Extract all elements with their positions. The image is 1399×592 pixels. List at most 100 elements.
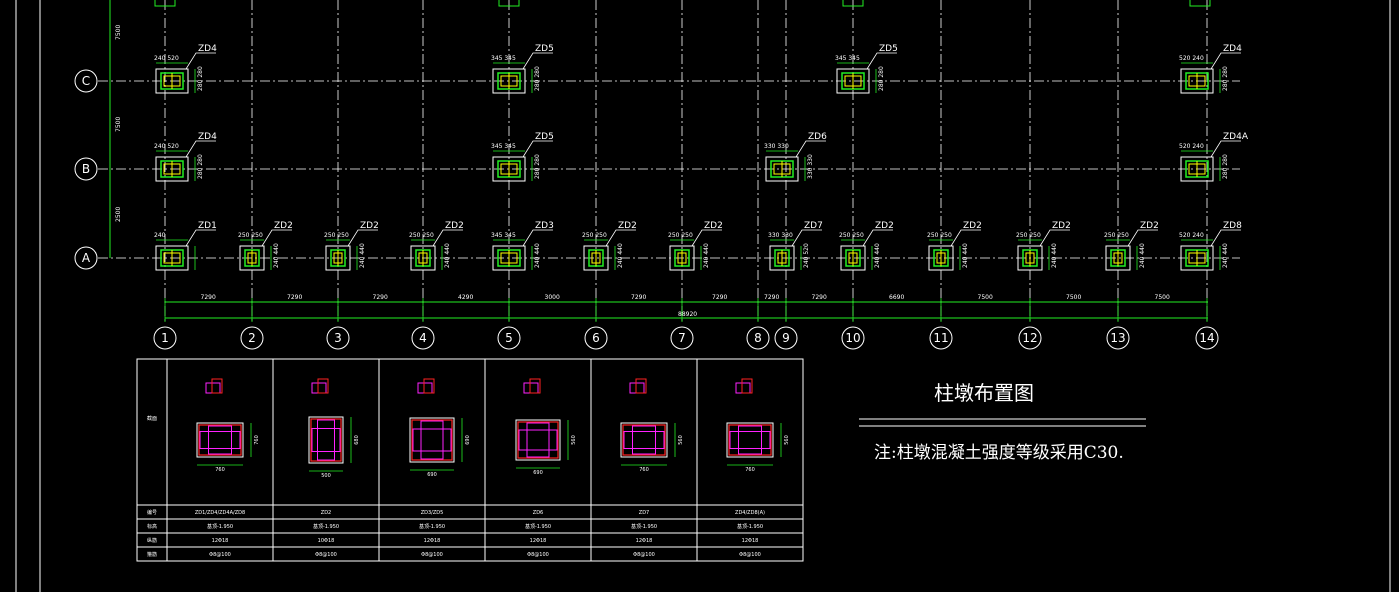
section-stirrup xyxy=(198,424,242,456)
section-dim-w: 760 xyxy=(745,467,755,473)
pier-dim-top-text: 520 240 xyxy=(1179,143,1204,150)
pier-outline xyxy=(410,245,436,271)
section-tie-v xyxy=(738,425,762,455)
pier-dim-side-text: 240 440 xyxy=(1139,243,1146,268)
section-stirrup xyxy=(728,424,772,456)
axis-bubble-label-1: 1 xyxy=(161,331,169,345)
row-dim-1: 7500 xyxy=(115,25,122,40)
pier-leader xyxy=(432,229,463,247)
section-outline xyxy=(308,416,344,464)
table-cell: Φ8@100 xyxy=(209,552,231,558)
pier-dim-side-text: 280 280 xyxy=(878,66,885,91)
section-dim-w: 690 xyxy=(533,470,543,476)
section-dim-h: 560 xyxy=(784,435,790,445)
pier-label: ZD5 xyxy=(879,44,898,54)
table-header-label: 截面 xyxy=(147,415,157,422)
section-tie-h xyxy=(623,431,665,449)
pier-outline xyxy=(1180,245,1214,271)
section-outline xyxy=(409,417,455,463)
pier-outline xyxy=(492,245,526,271)
pier-dim-side-text: 240 440 xyxy=(273,243,280,268)
pier-label: ZD3 xyxy=(535,221,554,231)
pier-dim-side-text: 280 280 xyxy=(197,66,204,91)
cut-pier-1 xyxy=(498,0,520,7)
section-dim-w: 760 xyxy=(639,467,649,473)
pier-dim-top-text: 250 250 xyxy=(1104,232,1129,239)
axis-bubble-11 xyxy=(929,326,953,350)
pier-label: ZD2 xyxy=(963,221,982,231)
table-cell: Φ8@100 xyxy=(421,552,443,558)
axis-bubble-label-B: B xyxy=(82,162,90,176)
axis-bubble-7 xyxy=(670,326,694,350)
pier-label: ZD2 xyxy=(1052,221,1071,231)
cut-pier-0 xyxy=(154,0,176,7)
pier-leader xyxy=(862,229,893,247)
cut-pier-3 xyxy=(1189,0,1211,7)
axis-bubble-4 xyxy=(411,326,435,350)
axis-bubble-label-8: 8 xyxy=(754,331,762,345)
pier-dim-side-text: 240 440 xyxy=(617,243,624,268)
pier-dim-top-text: 250 250 xyxy=(238,232,263,239)
pier-dim-side-text: 280 280 xyxy=(197,154,204,179)
pier-dim-top-text: 250 250 xyxy=(1016,232,1041,239)
pier-dim-top-text: 520 240 xyxy=(1179,55,1204,62)
section-outline xyxy=(726,422,774,458)
axis-bubble-3 xyxy=(326,326,350,350)
pier-dim-side-text: 240 440 xyxy=(1222,243,1229,268)
table-cell: 基顶-1.950 xyxy=(419,523,445,530)
pier-dim-side-text: 240 520 xyxy=(803,243,810,268)
drawing-title: 柱墩布置图 xyxy=(934,381,1034,405)
pier-12: 520 240 240 440 ZD8 xyxy=(1179,221,1242,271)
pier-label: ZD8 xyxy=(1223,221,1242,231)
axis-bubble-label-2: 2 xyxy=(248,331,256,345)
pier-dim-top-text: 345 345 xyxy=(491,232,516,239)
axis-bubble-label-3: 3 xyxy=(334,331,342,345)
table-cell: ZD7 xyxy=(639,510,649,516)
section-tie-h xyxy=(311,428,341,452)
section-dim-h: 560 xyxy=(678,435,684,445)
pier-label: ZD2 xyxy=(704,221,723,231)
pier-leader xyxy=(691,229,722,247)
pier-outline xyxy=(325,245,351,271)
pier-16: 520 240 280 280 ZD4A xyxy=(1179,132,1249,182)
axis-bubble-label-9: 9 xyxy=(782,331,790,345)
section-tie-v xyxy=(632,425,656,455)
pier-leader xyxy=(185,140,216,158)
pier-leader xyxy=(185,229,216,247)
pier-dim-side-text: 280 280 xyxy=(1222,154,1229,179)
pier-outline xyxy=(1105,245,1131,271)
bay-dim-8: 7290 xyxy=(764,294,779,301)
axis-bubble-12 xyxy=(1018,326,1042,350)
axis-bubble-label-13: 13 xyxy=(1110,331,1125,345)
pier-label: ZD4A xyxy=(1223,132,1249,142)
pier-leader xyxy=(522,229,553,247)
table-cell: Φ8@100 xyxy=(315,552,337,558)
pier-dim-side-text: 280 280 xyxy=(534,154,541,179)
pier-outline xyxy=(1180,156,1214,182)
pier-dim-top-text: 345 345 xyxy=(491,143,516,150)
pier-dim-top-text: 250 250 xyxy=(582,232,607,239)
pier-leader xyxy=(1210,140,1241,158)
axis-bubble-1 xyxy=(153,326,177,350)
design-note: 注:柱墩混凝土强度等级采用C30. xyxy=(874,443,1124,463)
row-dim-3: 2500 xyxy=(115,207,122,222)
pier-outline xyxy=(1180,68,1214,94)
pier-dim-top-text: 240 520 xyxy=(154,143,179,150)
bay-dim-5: 3000 xyxy=(545,294,560,301)
axis-bubble-label-4: 4 xyxy=(419,331,427,345)
pier-dim-top-text: 520 240 xyxy=(1179,232,1204,239)
